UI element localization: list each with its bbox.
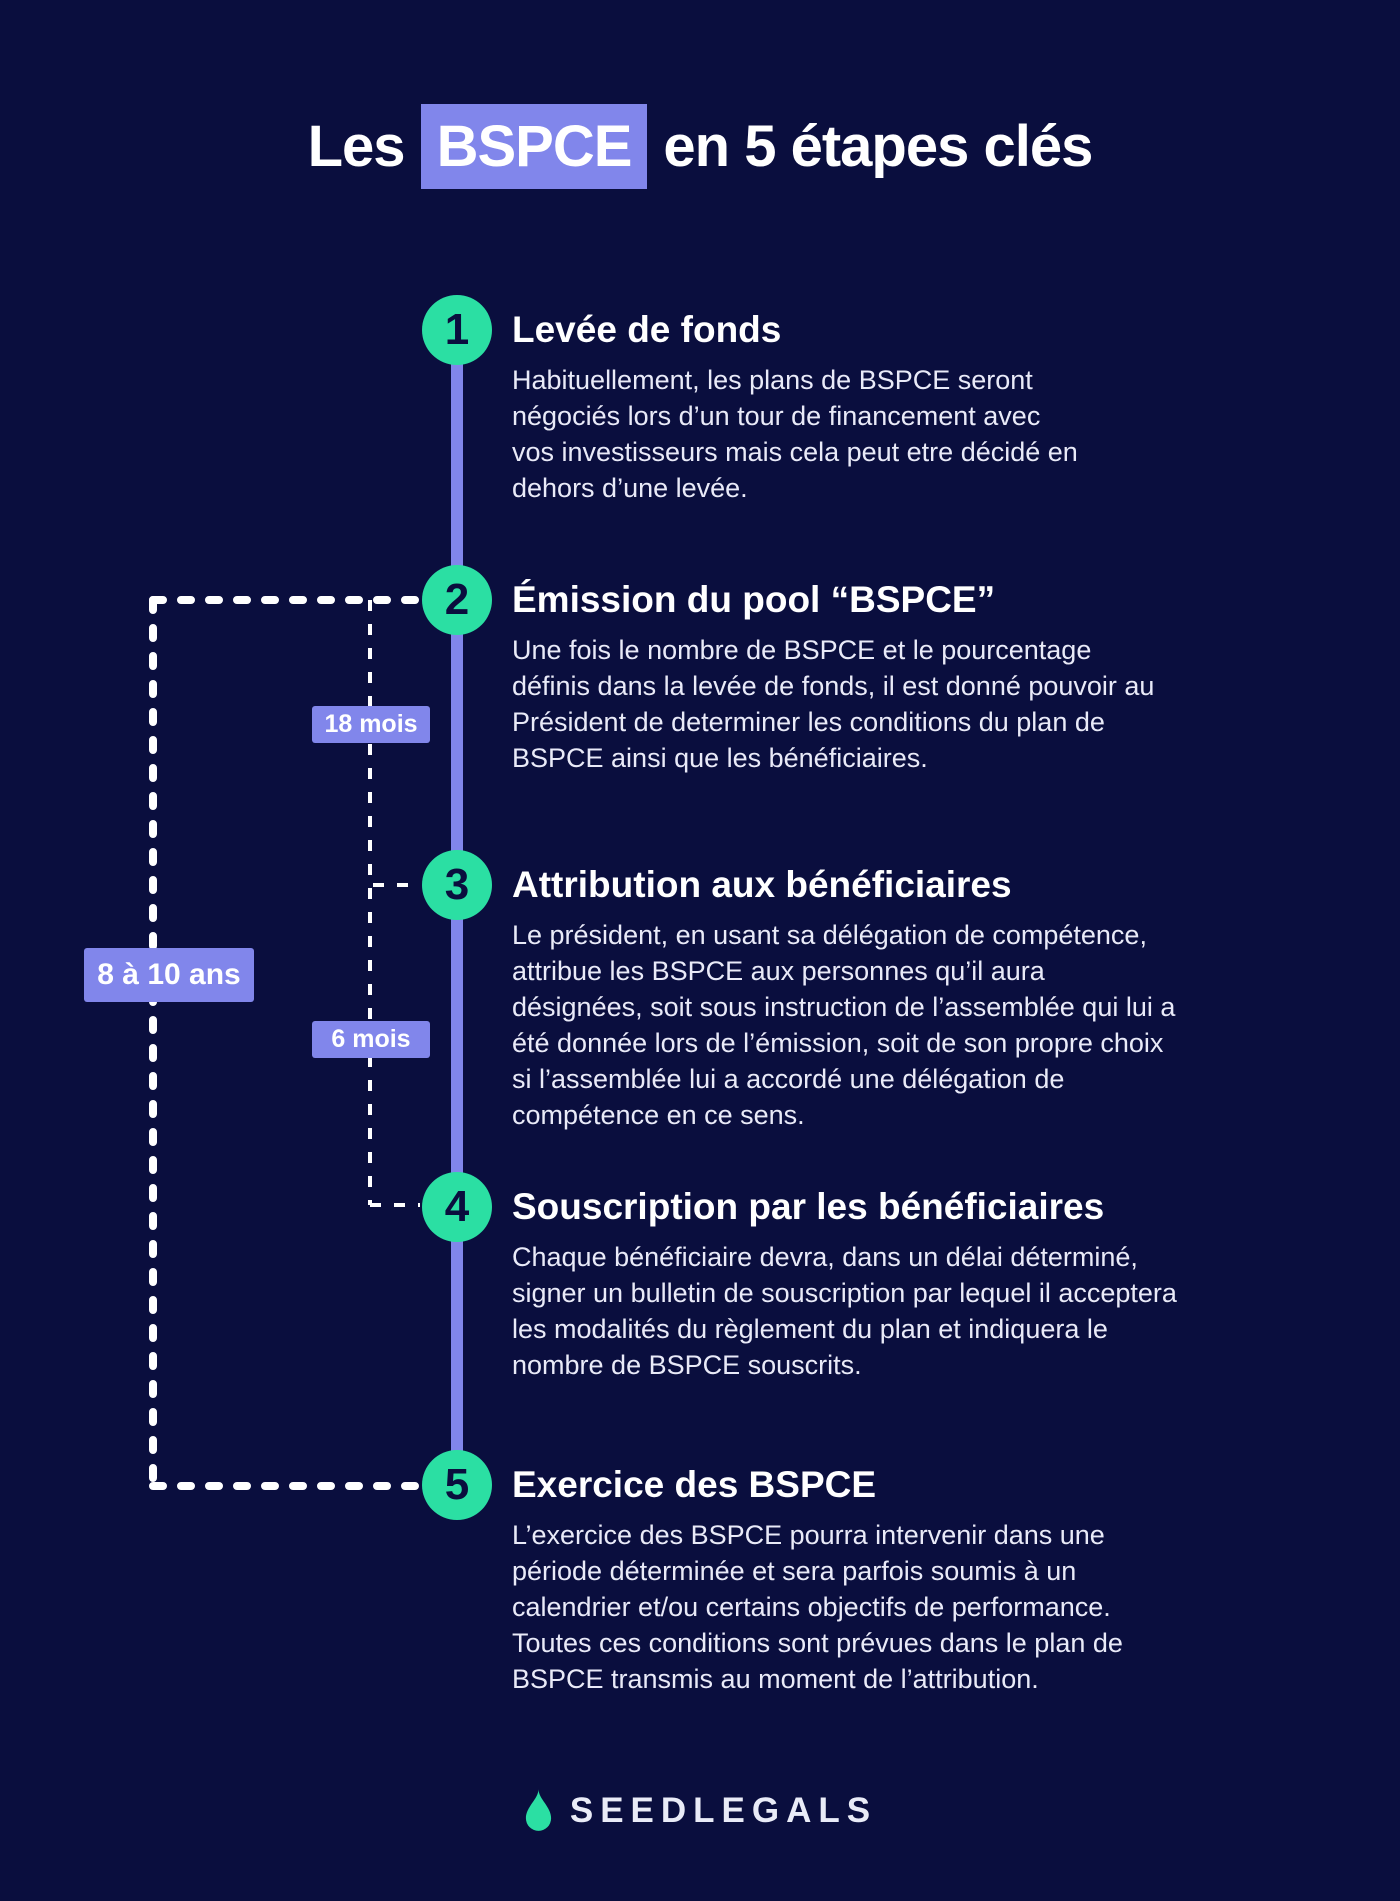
- step-body-4: Chaque bénéficiaire devra, dans un délai…: [512, 1242, 1177, 1380]
- page-title-prefix: Les: [307, 114, 406, 179]
- duration-badge-18-mois: 18 mois: [312, 706, 430, 743]
- step-block-4: Souscription par les bénéficiaires Chaqu…: [512, 1185, 1177, 1383]
- page-title-suffix: en 5 étapes clés: [663, 114, 1093, 179]
- step-block-1: Levée de fonds Habituellement, les plans…: [512, 308, 1087, 506]
- step-block-5: Exercice des BSPCE L’exercice des BSPCE …: [512, 1463, 1172, 1697]
- step-number-2: 2: [444, 575, 470, 624]
- duration-badge-8-a-10-ans: 8 à 10 ans: [84, 948, 254, 1002]
- step-circle-5: 5: [422, 1450, 492, 1520]
- step-number-5: 5: [444, 1460, 470, 1509]
- step-number-3: 3: [444, 860, 470, 909]
- step-circle-1: 1: [422, 295, 492, 365]
- step-body-5: L’exercice des BSPCE pourra intervenir d…: [512, 1520, 1123, 1694]
- brand-name: SEEDLEGALS: [569, 1790, 878, 1830]
- step-block-3: Attribution aux bénéficiaires Le préside…: [512, 863, 1182, 1133]
- step-title-5: Exercice des BSPCE: [512, 1464, 877, 1505]
- page-title-highlight: BSPCE: [420, 104, 648, 189]
- step-circle-2: 2: [422, 565, 492, 635]
- step-title-2: Émission du pool “BSPCE”: [512, 579, 996, 620]
- page-title: Les BSPCE en 5 étapes clés: [0, 104, 1400, 189]
- step-number-1: 1: [444, 305, 470, 354]
- step-body-2: Une fois le nombre de BSPCE et le pource…: [512, 635, 1155, 773]
- step-body-3: Le président, en usant sa délégation de …: [512, 920, 1176, 1130]
- duration-badge-6-mois: 6 mois: [312, 1021, 430, 1058]
- droplet-icon: [525, 1789, 551, 1831]
- step-circle-4: 4: [422, 1172, 492, 1242]
- step-circle-3: 3: [422, 850, 492, 920]
- brand-logo: SEEDLEGALS: [0, 1788, 1400, 1833]
- step-title-3: Attribution aux bénéficiaires: [512, 864, 1012, 905]
- step-title-1: Levée de fonds: [512, 309, 782, 350]
- step-body-1: Habituellement, les plans de BSPCE seron…: [512, 365, 1078, 503]
- step-block-2: Émission du pool “BSPCE” Une fois le nom…: [512, 578, 1167, 776]
- step-number-4: 4: [444, 1182, 470, 1231]
- step-title-4: Souscription par les bénéficiaires: [512, 1186, 1105, 1227]
